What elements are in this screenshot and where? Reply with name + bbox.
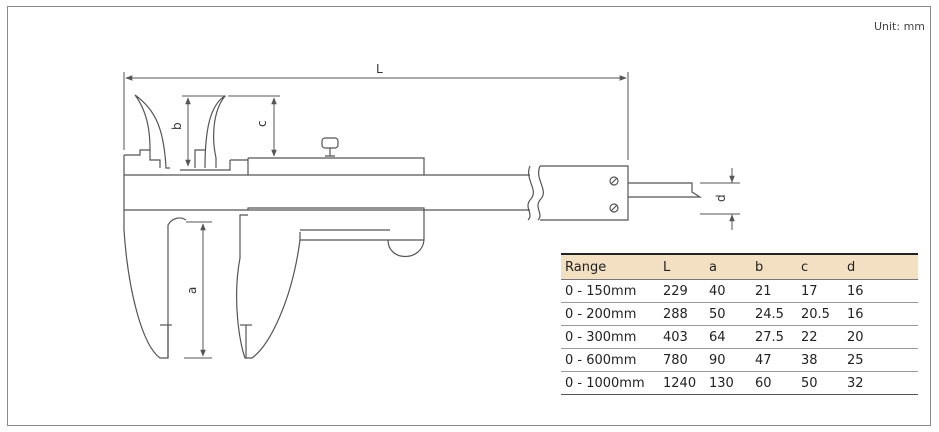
dim-label-b: b	[170, 122, 184, 130]
table-row: 0 - 1000mm 1240 130 60 50 32	[561, 371, 918, 395]
cell-a: 90	[705, 348, 751, 372]
dim-label-a: a	[185, 287, 199, 294]
cell-range: 0 - 600mm	[561, 348, 659, 372]
cell-c: 38	[797, 348, 843, 372]
cell-d: 32	[843, 371, 918, 395]
cell-b: 27.5	[751, 325, 797, 349]
table-row: 0 - 300mm 403 64 27.5 22 20	[561, 325, 918, 349]
caliper-outline	[123, 94, 703, 359]
dim-label-L: L	[376, 62, 383, 76]
table-row: 0 - 600mm 780 90 47 38 25	[561, 348, 918, 372]
spec-table-header: Range L a b c d	[561, 254, 918, 280]
cell-range: 0 - 150mm	[561, 279, 659, 303]
cell-a: 64	[705, 325, 751, 349]
cell-c: 22	[797, 325, 843, 349]
screw-icon	[609, 203, 619, 213]
cell-d: 20	[843, 325, 918, 349]
cell-c: 20.5	[797, 302, 843, 326]
cell-a: 50	[705, 302, 751, 326]
header-b: b	[755, 259, 764, 275]
cell-b: 60	[751, 371, 797, 395]
cell-L: 1240	[659, 371, 705, 395]
cell-L: 288	[659, 302, 705, 326]
cell-b: 21	[751, 279, 797, 303]
header-range: Range	[565, 259, 607, 275]
header-a: a	[709, 259, 717, 275]
header-d: d	[847, 259, 856, 275]
cell-b: 47	[751, 348, 797, 372]
table-row: 0 - 200mm 288 50 24.5 20.5 16	[561, 302, 918, 326]
header-c: c	[801, 259, 809, 275]
cell-d: 16	[843, 279, 918, 303]
cell-range: 0 - 1000mm	[561, 371, 659, 395]
dim-label-c: c	[255, 120, 269, 127]
cell-range: 0 - 200mm	[561, 302, 659, 326]
cell-a: 40	[705, 279, 751, 303]
spec-table: Range L a b c d 0 - 150mm 229 40 21 17 1…	[561, 253, 918, 395]
cell-d: 25	[843, 348, 918, 372]
cell-c: 50	[797, 371, 843, 395]
cell-a: 130	[705, 371, 751, 395]
cell-d: 16	[843, 302, 918, 326]
cell-L: 229	[659, 279, 705, 303]
cell-L: 403	[659, 325, 705, 349]
unit-note: Unit: mm	[873, 20, 925, 33]
cell-range: 0 - 300mm	[561, 325, 659, 349]
table-row: 0 - 150mm 229 40 21 17 16	[561, 279, 918, 303]
dim-label-d: d	[714, 194, 728, 202]
header-L: L	[663, 259, 671, 275]
cell-b: 24.5	[751, 302, 797, 326]
screw-icon	[609, 176, 619, 186]
cell-L: 780	[659, 348, 705, 372]
cell-c: 17	[797, 279, 843, 303]
lock-screw-icon	[321, 137, 339, 149]
